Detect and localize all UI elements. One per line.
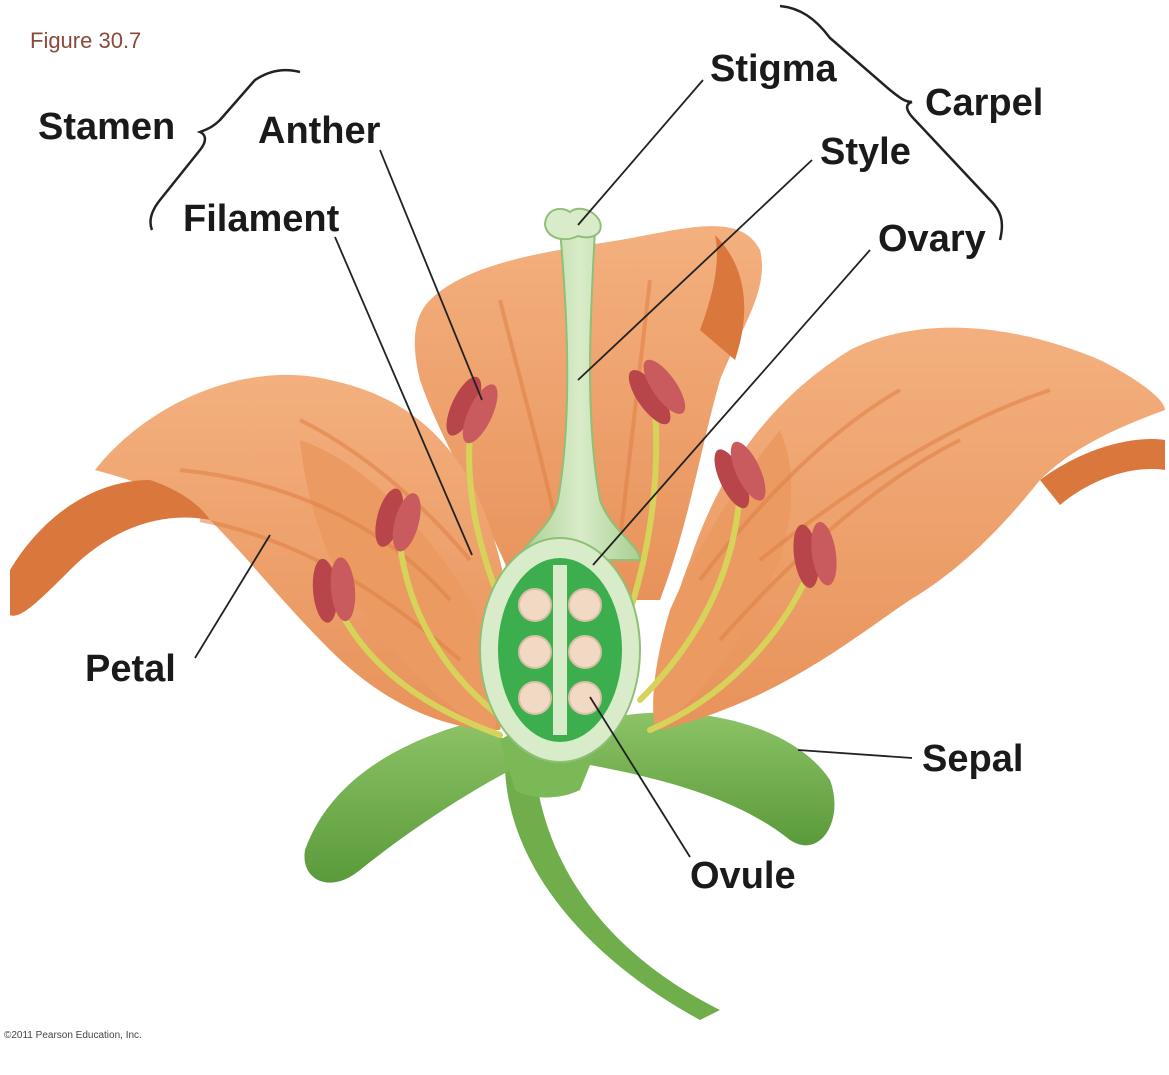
petal-veins bbox=[179, 279, 1051, 662]
petal-back-fold bbox=[700, 235, 745, 360]
label-ovary: Ovary bbox=[878, 218, 986, 260]
anthers bbox=[312, 359, 837, 623]
ovules bbox=[518, 588, 602, 715]
anther-line bbox=[379, 149, 483, 401]
label-carpel: Carpel bbox=[925, 82, 1044, 124]
label-stigma: Stigma bbox=[710, 48, 837, 90]
style-line bbox=[577, 159, 813, 381]
petal-line bbox=[194, 534, 271, 659]
sepal-left bbox=[304, 720, 530, 883]
sepal-line bbox=[797, 749, 913, 759]
stigma-shape bbox=[543, 207, 602, 241]
carpel-shape bbox=[479, 207, 642, 763]
copyright-notice: ©2011 Pearson Education, Inc. bbox=[4, 1030, 142, 1041]
stigma-line bbox=[577, 79, 704, 226]
label-style: Style bbox=[820, 131, 911, 173]
carpel-brace bbox=[779, 4, 1004, 241]
label-petal: Petal bbox=[85, 648, 176, 690]
stamen-brace bbox=[149, 68, 301, 231]
stem bbox=[505, 770, 720, 1020]
label-anther: Anther bbox=[258, 110, 381, 152]
label-filament: Filament bbox=[183, 198, 340, 240]
petal-right-tip bbox=[1040, 439, 1165, 505]
filaments bbox=[337, 407, 813, 738]
label-ovule: Ovule bbox=[690, 855, 796, 897]
filament-line bbox=[334, 236, 473, 556]
petal-right bbox=[660, 327, 1165, 730]
braces bbox=[149, 4, 1004, 241]
leader-lines bbox=[194, 79, 913, 858]
style-shape bbox=[518, 229, 642, 561]
sepal-right bbox=[590, 712, 835, 846]
label-stamen: Stamen bbox=[38, 106, 176, 148]
label-sepal: Sepal bbox=[922, 738, 1024, 780]
ovary-line bbox=[592, 249, 871, 566]
petal-left-tip bbox=[10, 480, 210, 616]
ovule-line bbox=[589, 696, 691, 858]
figure-number: Figure 30.7 bbox=[30, 28, 142, 53]
